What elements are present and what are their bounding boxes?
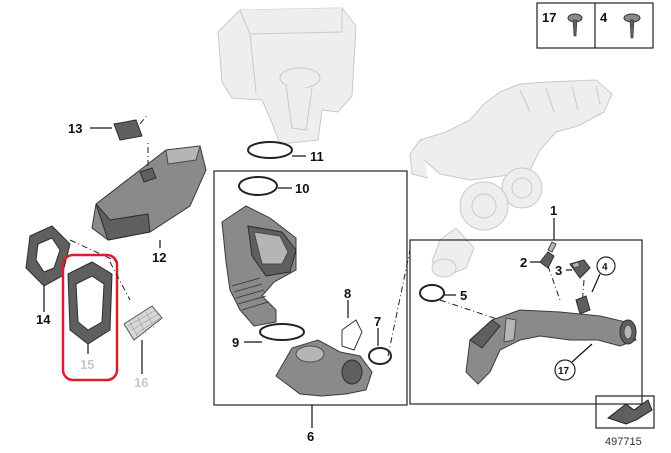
part-8-gasket[interactable]: 8 bbox=[341, 286, 363, 351]
part-10-o-ring[interactable]: 10 bbox=[238, 176, 309, 196]
callout-12: 12 bbox=[152, 250, 166, 265]
callout-11: 11 bbox=[310, 149, 324, 164]
part-15-seal[interactable]: 15 bbox=[61, 253, 119, 382]
diagram-number: 497715 bbox=[605, 436, 642, 448]
part-5-o-ring[interactable]: 5 bbox=[419, 284, 467, 303]
highlight-frame bbox=[61, 253, 119, 382]
callout-3: 3 bbox=[555, 263, 562, 278]
part-17-screw-callout[interactable]: 17 bbox=[554, 343, 593, 381]
part-9-clamp[interactable]: 9 bbox=[232, 323, 305, 350]
callout-17-circled: 17 bbox=[558, 366, 570, 377]
callout-5: 5 bbox=[460, 288, 467, 303]
part-11-clamp[interactable]: 11 bbox=[247, 141, 324, 164]
orientation-arrow-icon bbox=[595, 395, 655, 429]
legend-label-4: 4 bbox=[600, 10, 608, 25]
part-7-o-ring[interactable]: 7 bbox=[368, 314, 392, 365]
air-filter-housing-ghost bbox=[217, 7, 357, 145]
part-13-cover[interactable]: 13 bbox=[68, 113, 149, 141]
callout-16: 16 bbox=[134, 375, 148, 390]
callout-10: 10 bbox=[295, 181, 309, 196]
callout-2: 2 bbox=[520, 255, 527, 270]
part-16-mesh-screen[interactable]: 16 bbox=[109, 261, 163, 390]
callout-14: 14 bbox=[36, 312, 51, 327]
callout-8: 8 bbox=[344, 286, 351, 301]
assembly-box-1 bbox=[409, 239, 643, 405]
part-2-sensor[interactable]: 2 bbox=[520, 241, 557, 270]
fastener-legend: 17 4 bbox=[536, 2, 654, 49]
part-4-screw-callout[interactable]: 4 bbox=[591, 256, 616, 293]
charge-pipe bbox=[465, 295, 637, 385]
callout-1: 1 bbox=[550, 203, 557, 218]
callout-13: 13 bbox=[68, 121, 82, 136]
intake-hose bbox=[221, 205, 297, 327]
callout-7: 7 bbox=[374, 314, 381, 329]
part-14-seal[interactable]: 14 bbox=[25, 225, 119, 327]
turbocharger-ghost bbox=[409, 79, 613, 278]
callout-9: 9 bbox=[232, 335, 239, 350]
assembly-box-6 bbox=[213, 170, 408, 406]
part-3-sensor[interactable]: 3 bbox=[555, 259, 591, 279]
legend-label-17: 17 bbox=[542, 10, 556, 25]
callout-6: 6 bbox=[307, 429, 314, 444]
callout-4-circled: 4 bbox=[602, 262, 608, 273]
screw-4-icon bbox=[623, 13, 641, 39]
resonator-outlet bbox=[275, 339, 373, 397]
part-12-intake-duct[interactable]: 12 bbox=[91, 140, 207, 265]
callout-15: 15 bbox=[80, 357, 94, 372]
screw-17-icon bbox=[567, 13, 583, 37]
